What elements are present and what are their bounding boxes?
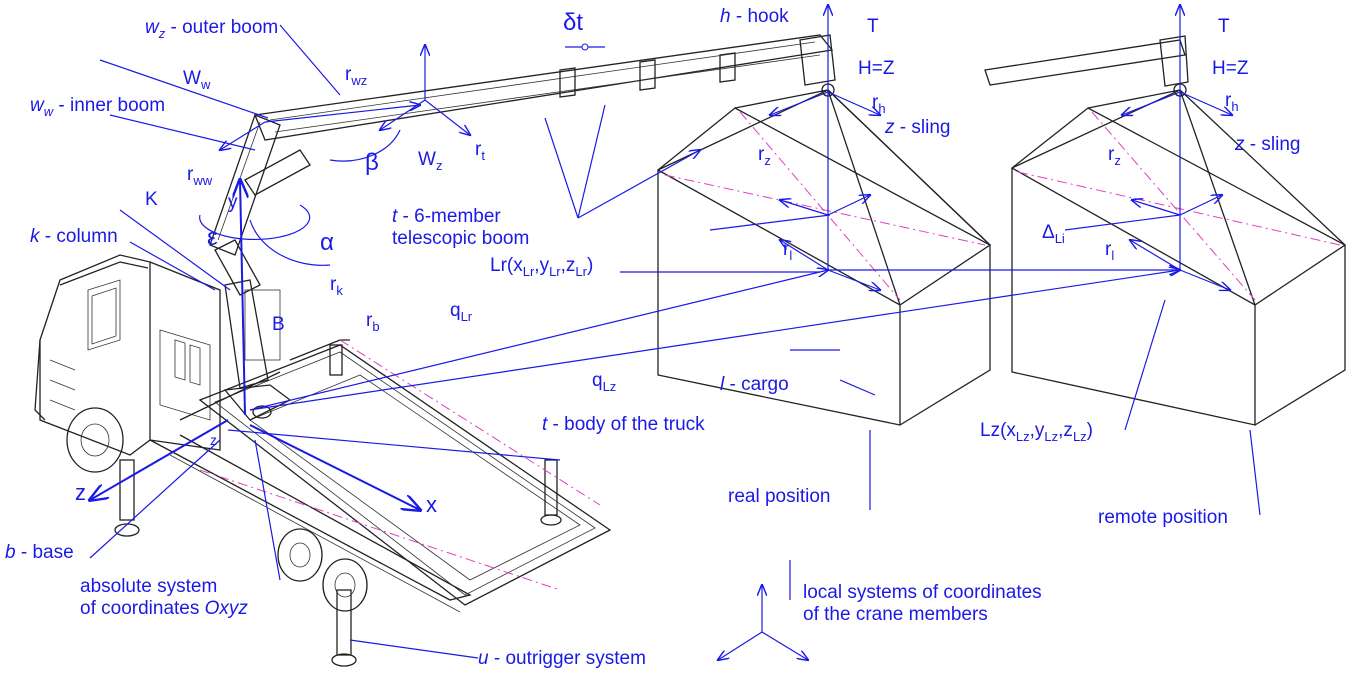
label-qLr: qLr: [450, 300, 473, 324]
label-abs-2: of coordinates Oxyz: [80, 598, 248, 619]
label-T-real: T: [867, 16, 879, 37]
label-telescopic-2: telescopic boom: [392, 228, 529, 249]
label-HZ-remote: H=Z: [1212, 58, 1249, 79]
truck-drawing: [34, 34, 1189, 667]
label-beta: β: [365, 149, 379, 176]
label-rl-remote: rl: [1105, 239, 1114, 263]
label-rl-real: rl: [783, 239, 792, 263]
label-inner-boom: ww - inner boom: [30, 95, 165, 119]
cargo-real: [656, 89, 992, 426]
label-outrigger: u - outrigger system: [478, 648, 646, 669]
label-local-1: local systems of coordinates: [803, 582, 1042, 603]
label-Z-axis: z: [75, 480, 86, 505]
label-real-position: real position: [728, 486, 830, 507]
label-y-axis: y: [228, 192, 238, 213]
label-rwz: rwz: [345, 64, 367, 88]
label-outer-boom: wz - outer boom: [145, 17, 278, 41]
label-hook: h - hook: [720, 6, 789, 27]
label-rz-real: rz: [758, 144, 771, 168]
label-local-2: of the crane members: [803, 604, 988, 625]
label-T-remote: T: [1218, 16, 1230, 37]
label-HZ-real: H=Z: [858, 58, 895, 79]
label-B: B: [272, 314, 285, 335]
label-body-truck: t - body of the truck: [542, 414, 705, 435]
label-X-axis: x: [426, 492, 437, 517]
label-sling-remote: z - sling: [1234, 134, 1300, 155]
label-rk: rk: [330, 274, 343, 298]
labels: wz - outer boom δt h - hook T T H=Z H=Z …: [5, 6, 1300, 669]
label-z-small: z: [210, 432, 217, 448]
label-rt: rt: [475, 139, 485, 163]
label-rh-remote: rh: [1225, 90, 1239, 114]
label-Wz: Wz: [418, 149, 442, 173]
label-rb: rb: [366, 310, 380, 334]
label-rww: rww: [187, 164, 213, 188]
label-Ww: Ww: [183, 68, 211, 92]
label-cargo: l - cargo: [720, 374, 789, 395]
label-alpha: α: [320, 229, 334, 256]
label-qLz: qLz: [592, 370, 616, 394]
label-delta-li: ΔLi: [1042, 222, 1065, 246]
label-Lz: Lz(xLz,yLz,zLz): [980, 420, 1093, 444]
vectors: [90, 5, 1261, 660]
label-delta-t: δt: [563, 9, 583, 36]
label-sling-real: z - sling: [884, 117, 950, 138]
label-K: K: [145, 189, 158, 210]
label-epsilon: ε: [207, 224, 218, 251]
label-column: k - column: [30, 226, 118, 247]
label-remote-position: remote position: [1098, 507, 1228, 528]
label-telescopic-1: t - 6-member: [392, 206, 501, 227]
label-rh-real: rh: [872, 92, 886, 116]
label-Lr: Lr(xLr,yLr,zLr): [490, 255, 593, 279]
label-base: b - base: [5, 542, 74, 563]
label-rz-remote: rz: [1108, 144, 1121, 168]
label-abs-1: absolute system: [80, 576, 217, 597]
